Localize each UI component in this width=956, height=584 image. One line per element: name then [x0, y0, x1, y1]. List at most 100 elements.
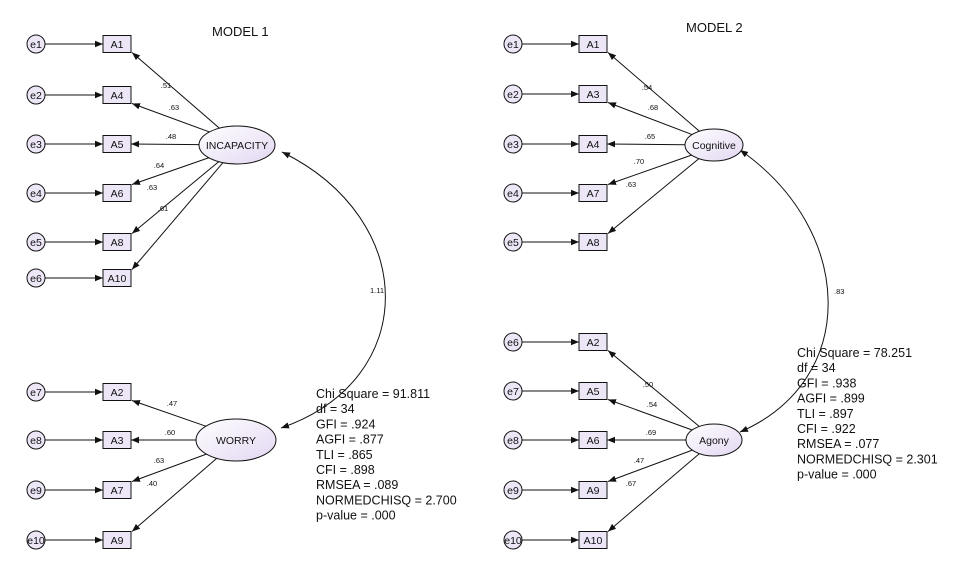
observed-indicator	[578, 85, 608, 103]
fit-statistic: GFI = .938	[797, 376, 856, 390]
error-term	[503, 34, 523, 54]
observed-indicator	[102, 531, 132, 549]
observed-indicator-label: A7	[111, 485, 124, 497]
error-term	[26, 134, 46, 154]
loading-value: .63	[169, 103, 179, 112]
observed-indicator-label: A10	[108, 273, 127, 285]
loading-value: .69	[646, 428, 656, 437]
observed-indicator	[102, 135, 132, 153]
model-1-edges	[45, 40, 386, 544]
loading-value: .63	[154, 456, 164, 465]
error-term-label: e7	[507, 386, 519, 398]
observed-indicator	[102, 86, 132, 104]
loading-value: .65	[645, 132, 655, 141]
observed-indicator-label: A3	[111, 435, 124, 447]
loading-value: .51	[161, 81, 171, 90]
loading-path	[607, 154, 692, 185]
error-term	[26, 232, 46, 252]
loading-path	[131, 103, 210, 133]
observed-indicator-label: A7	[587, 188, 600, 200]
loading-path	[131, 157, 209, 185]
observed-indicator	[102, 35, 132, 53]
fit-statistic: AGFI = .899	[797, 392, 865, 406]
fit-statistic: Chi Square = 78.251	[797, 346, 912, 360]
loading-path	[131, 162, 224, 270]
observed-indicator	[578, 35, 608, 53]
error-term-label: e7	[30, 387, 42, 399]
loading-path	[606, 140, 686, 148]
error-term-label: e8	[507, 435, 519, 447]
observed-indicator-label: A2	[111, 387, 124, 399]
observed-indicator-label: A5	[587, 386, 600, 398]
observed-indicator-label: A4	[587, 139, 600, 151]
loading-path	[607, 350, 700, 427]
observed-indicator-label: A9	[587, 485, 600, 497]
model-2-title: MODEL 2	[686, 20, 743, 35]
fit-statistic: AGFI = .877	[316, 433, 384, 447]
error-term-label: e9	[507, 485, 519, 497]
fit-statistic: RMSEA = .089	[316, 478, 398, 492]
error-term	[503, 381, 523, 401]
error-term-label: e6	[30, 273, 42, 285]
error-term-label: e10	[27, 535, 45, 547]
latent-factor-label: Cognitive	[692, 140, 736, 152]
observed-indicator	[102, 431, 132, 449]
fit-statistic: NORMEDCHISQ = 2.700	[316, 493, 457, 507]
factor-covariance-value: .83	[834, 287, 844, 296]
loading-path	[607, 449, 693, 482]
latent-factor-label: INCAPACITY	[206, 140, 268, 152]
fit-statistic: CFI = .898	[316, 463, 375, 477]
error-term	[26, 480, 46, 500]
observed-indicator-label: A6	[111, 188, 124, 200]
error-term	[26, 530, 46, 550]
error-term	[503, 430, 523, 450]
observed-indicator-label: A4	[111, 90, 124, 102]
model-1-title: MODEL 1	[212, 24, 269, 39]
loading-path	[131, 161, 220, 234]
error-term-label: e4	[507, 188, 519, 200]
loading-path	[607, 399, 693, 431]
error-term-label: e10	[504, 535, 522, 547]
loading-value: .60	[165, 428, 175, 437]
observed-indicator-label: A1	[587, 39, 600, 51]
loading-value: .61	[158, 204, 168, 213]
observed-indicator	[102, 269, 132, 287]
factor-covariance-path	[739, 149, 829, 433]
loading-value: .70	[634, 157, 644, 166]
loading-value: .64	[154, 161, 164, 170]
loading-value: .54	[647, 400, 657, 409]
error-term-label: e1	[30, 39, 42, 51]
observed-indicator	[102, 233, 132, 251]
loading-path	[607, 453, 700, 532]
loading-path	[131, 453, 207, 482]
error-term-label: e2	[507, 89, 519, 101]
loading-path	[607, 158, 700, 234]
model-2-edges	[522, 40, 829, 544]
loading-value: .68	[648, 103, 658, 112]
loading-value: .48	[166, 132, 176, 141]
loading-value: .47	[634, 456, 644, 465]
fit-statistic: RMSEA = .077	[797, 437, 879, 451]
error-term	[26, 430, 46, 450]
error-term-label: e5	[507, 237, 519, 249]
fit-statistic: GFI = .924	[316, 417, 375, 431]
error-term-label: e1	[507, 39, 519, 51]
observed-indicator	[578, 431, 608, 449]
latent-factor-1	[198, 125, 276, 165]
fit-statistic: TLI = .865	[316, 448, 373, 462]
observed-indicator	[578, 531, 608, 549]
observed-indicator	[578, 135, 608, 153]
error-term	[26, 268, 46, 288]
error-term	[26, 183, 46, 203]
loading-path	[131, 52, 220, 129]
error-term	[503, 530, 523, 550]
error-term	[503, 84, 523, 104]
loading-value: .47	[167, 399, 177, 408]
error-term	[503, 480, 523, 500]
error-term	[503, 134, 523, 154]
loading-value: .54	[642, 83, 652, 92]
